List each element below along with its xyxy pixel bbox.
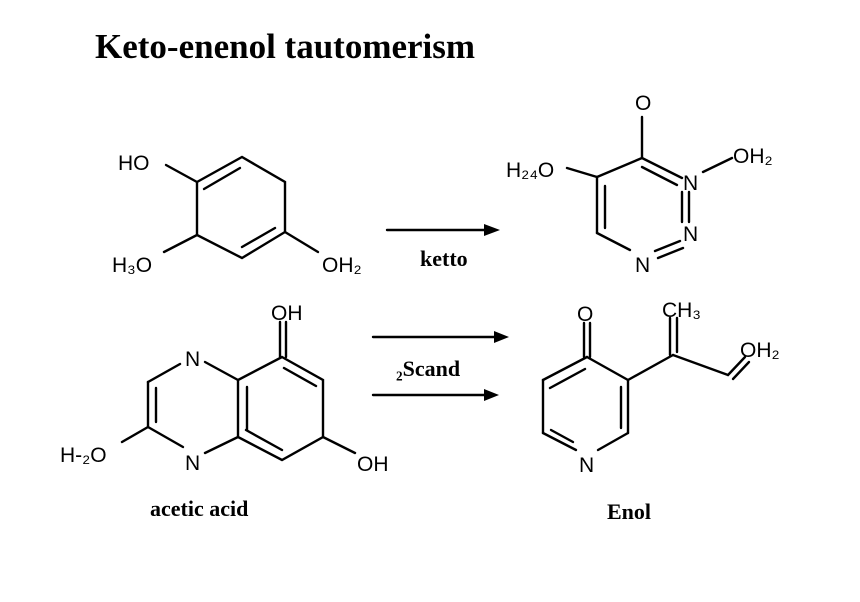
molecule-4-bonds: [541, 316, 751, 452]
arrow-1-label: ketto: [420, 246, 468, 271]
atom-label-ho: HO: [118, 152, 150, 175]
atom-label-n1: N: [683, 172, 698, 195]
atom-label-n2: N: [683, 223, 698, 246]
molecule-1-bonds: [162, 155, 320, 260]
molecule-4: O CH₃ OH₂ N Enol: [541, 299, 780, 524]
atom-label-o: O: [577, 303, 593, 326]
reaction-arrow-1: ketto: [385, 224, 500, 271]
atom-label-n-top: N: [185, 348, 200, 371]
atom-label-oh2: OH₂: [733, 145, 773, 168]
reaction-arrows-2: ₂Scand: [371, 331, 509, 401]
molecule-3: OH N N H-₂O OH acetic acid: [60, 302, 389, 521]
atom-label-n3: N: [635, 254, 650, 277]
arrowhead-icon: [494, 331, 509, 343]
atom-label-n-bottom: N: [185, 452, 200, 475]
atom-label-oh2: OH₂: [322, 254, 362, 277]
atom-label-oh-bottom: OH: [357, 453, 389, 476]
arrowhead-icon: [484, 389, 499, 401]
atom-label-h24o: H₂₄O: [506, 159, 554, 182]
molecule-3-caption: acetic acid: [150, 496, 248, 521]
arrow-2-label: ₂Scand: [396, 356, 460, 381]
molecule-3-bonds: [120, 320, 357, 462]
atom-label-h3o: H₃O: [112, 254, 152, 277]
atom-label-ch3: CH₃: [662, 299, 701, 322]
arrowhead-icon: [484, 224, 500, 236]
molecule-2: O H₂₄O N OH₂ N N: [506, 92, 773, 277]
atom-label-oh2: OH₂: [740, 339, 780, 362]
atom-label-n: N: [579, 454, 594, 477]
molecule-4-caption: Enol: [607, 499, 651, 524]
molecule-2-bonds: [565, 115, 734, 260]
atom-label-oh-top: OH: [271, 302, 303, 325]
atom-label-h2o: H-₂O: [60, 444, 107, 467]
molecule-1: HO H₃O OH₂: [112, 152, 362, 277]
diagram-title: Keto-enenol tautomerism: [95, 27, 475, 66]
atom-label-o: O: [635, 92, 651, 115]
